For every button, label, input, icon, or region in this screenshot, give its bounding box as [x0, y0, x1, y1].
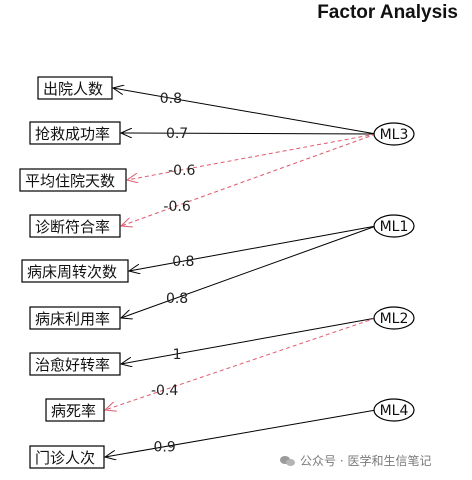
watermark: 公众号 · 医学和生信笔记 — [280, 452, 431, 469]
wechat-icon — [280, 455, 296, 467]
indicator-label: 抢救成功率 — [35, 125, 110, 143]
indicator-node: 病床利用率 — [29, 306, 121, 330]
loading-value: 0.7 — [166, 126, 188, 142]
indicator-node: 抢救成功率 — [29, 121, 121, 145]
indicator-label: 诊断符合率 — [35, 218, 110, 236]
indicator-box — [45, 398, 105, 422]
loading-edge — [129, 225, 377, 271]
factor-node: ML3 — [373, 122, 415, 146]
loading-value: 0.9 — [153, 440, 175, 456]
factor-node: ML1 — [373, 214, 415, 238]
factor-label: ML3 — [380, 127, 409, 143]
loading-edge — [113, 88, 377, 135]
diagram-title: Factor Analysis — [317, 2, 458, 23]
loading-edge — [121, 317, 377, 364]
loading-edge — [105, 317, 377, 410]
factor-label: ML4 — [380, 403, 409, 419]
indicator-node: 出院人数 — [37, 76, 113, 100]
indicator-node: 病死率 — [45, 398, 105, 422]
indicator-box — [37, 76, 113, 100]
factor-label: ML2 — [380, 311, 409, 327]
loading-value: 0.8 — [166, 291, 188, 307]
indicator-box — [21, 259, 129, 283]
loading-edge — [121, 133, 377, 134]
indicator-label: 病床利用率 — [35, 310, 110, 328]
loading-value: 0.8 — [160, 91, 182, 107]
indicator-box — [29, 121, 121, 145]
indicator-box — [29, 306, 121, 330]
loading-value: 1 — [173, 347, 182, 363]
loading-value: 0.8 — [172, 254, 194, 270]
loading-edge — [127, 133, 377, 180]
indicator-label: 门诊人次 — [35, 449, 95, 467]
indicator-box — [29, 214, 121, 238]
indicator-node: 治愈好转率 — [29, 352, 121, 376]
indicator-label: 病床周转次数 — [27, 263, 117, 281]
indicator-label: 平均住院天数 — [25, 172, 115, 190]
loading-value: -0.6 — [168, 163, 195, 179]
indicator-box — [29, 352, 121, 376]
indicator-node: 诊断符合率 — [29, 214, 121, 238]
loading-value: -0.6 — [163, 199, 190, 215]
watermark-text: 公众号 · 医学和生信笔记 — [300, 454, 432, 468]
loading-edge — [121, 133, 377, 226]
indicator-node: 门诊人次 — [29, 445, 105, 469]
indicator-label: 治愈好转率 — [35, 356, 110, 374]
indicator-node: 平均住院天数 — [19, 168, 127, 192]
factor-node: ML4 — [373, 398, 415, 422]
loading-edge — [105, 409, 377, 457]
indicator-box — [29, 445, 105, 469]
indicator-box — [19, 168, 127, 192]
indicator-node: 病床周转次数 — [21, 259, 129, 283]
factor-label: ML1 — [380, 219, 409, 235]
loading-value: -0.4 — [151, 383, 178, 399]
loading-edge — [121, 225, 377, 318]
indicator-label: 出院人数 — [43, 80, 103, 98]
indicator-label: 病死率 — [51, 402, 96, 420]
factor-node: ML2 — [373, 306, 415, 330]
